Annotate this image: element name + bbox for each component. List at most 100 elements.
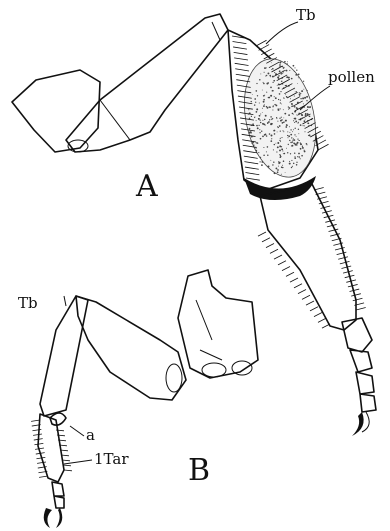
pollen-dot bbox=[300, 148, 302, 150]
pollen-dot bbox=[274, 133, 276, 135]
hair bbox=[266, 244, 274, 248]
pollen-dot bbox=[262, 108, 263, 109]
pollen-dot bbox=[286, 76, 288, 78]
pollen-dot bbox=[277, 142, 279, 144]
pollen-dot bbox=[256, 125, 258, 127]
pollen-dot bbox=[298, 129, 299, 130]
pollen-dot bbox=[304, 125, 305, 126]
pollen-dot bbox=[291, 160, 292, 161]
pollen-dot bbox=[296, 164, 298, 166]
pollen-dot bbox=[285, 126, 287, 128]
pollen-dot bbox=[294, 134, 295, 135]
pollen-dot bbox=[283, 122, 284, 123]
hair bbox=[244, 156, 258, 158]
pollen-dot bbox=[297, 83, 298, 84]
pollen-dot bbox=[267, 72, 269, 74]
pollen-dot bbox=[286, 148, 287, 149]
pollen-dot bbox=[275, 167, 277, 169]
hair bbox=[32, 429, 41, 430]
pollen-dot bbox=[288, 135, 290, 137]
hair bbox=[290, 278, 298, 282]
pollen-dot bbox=[270, 160, 271, 161]
pollen-dot bbox=[294, 118, 296, 120]
pollen-dot bbox=[280, 73, 282, 75]
hair bbox=[243, 151, 257, 153]
pollen-dot bbox=[301, 155, 303, 157]
pollen-dot bbox=[309, 115, 311, 117]
pollen-dot bbox=[306, 96, 308, 98]
pollen-dot bbox=[294, 106, 296, 108]
hair bbox=[282, 267, 290, 271]
pollen-dot bbox=[299, 156, 301, 158]
pollen-dot bbox=[263, 83, 265, 85]
pollen-dot bbox=[290, 134, 292, 136]
hair bbox=[329, 229, 339, 231]
hair bbox=[244, 162, 258, 164]
pollen-dot bbox=[248, 109, 249, 110]
hair bbox=[314, 313, 322, 317]
hair bbox=[318, 318, 326, 322]
leg-a-tarsus bbox=[342, 318, 376, 412]
pollen-dot bbox=[266, 67, 267, 68]
pollen-dot bbox=[296, 107, 298, 109]
pollen-dot bbox=[298, 140, 299, 141]
pollen-dot bbox=[305, 119, 306, 120]
pollen-dot bbox=[289, 70, 290, 71]
pollen-dot bbox=[270, 140, 272, 142]
pollen-dot bbox=[278, 75, 279, 76]
leg-a-femur bbox=[66, 14, 228, 152]
pollen-dot bbox=[304, 150, 306, 152]
pollen-dot bbox=[296, 91, 297, 92]
pollen-dot bbox=[280, 138, 281, 139]
hair bbox=[245, 167, 259, 169]
pollen-dot bbox=[274, 72, 275, 73]
pollen-dot bbox=[290, 142, 292, 144]
pollen-dot bbox=[306, 100, 307, 101]
pollen-dot bbox=[277, 77, 279, 79]
pollen-dot bbox=[283, 160, 285, 162]
pollen-dot bbox=[295, 120, 297, 122]
pollen-dot bbox=[287, 61, 288, 62]
pollen-dot bbox=[264, 134, 266, 136]
hair bbox=[245, 173, 259, 175]
pollen-dot bbox=[294, 67, 295, 68]
pollen-dot bbox=[305, 113, 307, 115]
pollen-dot bbox=[307, 106, 309, 108]
pollen-dot bbox=[276, 118, 277, 119]
hair bbox=[278, 261, 286, 265]
pollen-dot bbox=[259, 161, 260, 162]
pollen-dot bbox=[263, 82, 264, 83]
pollen-dot bbox=[290, 129, 291, 130]
hair bbox=[33, 434, 42, 435]
pollen-dot bbox=[277, 131, 278, 132]
hair bbox=[234, 58, 248, 60]
hair bbox=[63, 465, 71, 466]
pollen-dot bbox=[256, 120, 257, 121]
pollen-dot bbox=[297, 156, 298, 157]
pollen-dot bbox=[261, 130, 262, 131]
pollen-dot bbox=[285, 63, 286, 64]
pollen-dot bbox=[276, 117, 277, 118]
pollen-dot bbox=[266, 135, 268, 137]
hair bbox=[258, 232, 266, 236]
hair bbox=[286, 272, 294, 276]
leg-a-claw bbox=[352, 412, 364, 436]
pollen-dot bbox=[265, 76, 266, 77]
pollen-dot bbox=[273, 100, 274, 101]
pollen-dot bbox=[266, 92, 267, 93]
pollen-dot bbox=[305, 115, 306, 116]
pollen-dot bbox=[303, 89, 304, 90]
pollen-dot bbox=[294, 95, 295, 96]
pollen-dot bbox=[251, 116, 252, 117]
pollen-dot bbox=[262, 112, 263, 113]
hair bbox=[298, 290, 306, 294]
pollen-dot bbox=[303, 98, 304, 99]
pollen-dot bbox=[273, 149, 274, 150]
pollen-dot bbox=[300, 143, 302, 145]
pollen-dot bbox=[281, 166, 283, 168]
pollen-dot bbox=[280, 156, 282, 158]
pollen-dot bbox=[255, 90, 257, 92]
pollen-dot bbox=[256, 111, 258, 113]
pollen-dot bbox=[296, 162, 297, 163]
